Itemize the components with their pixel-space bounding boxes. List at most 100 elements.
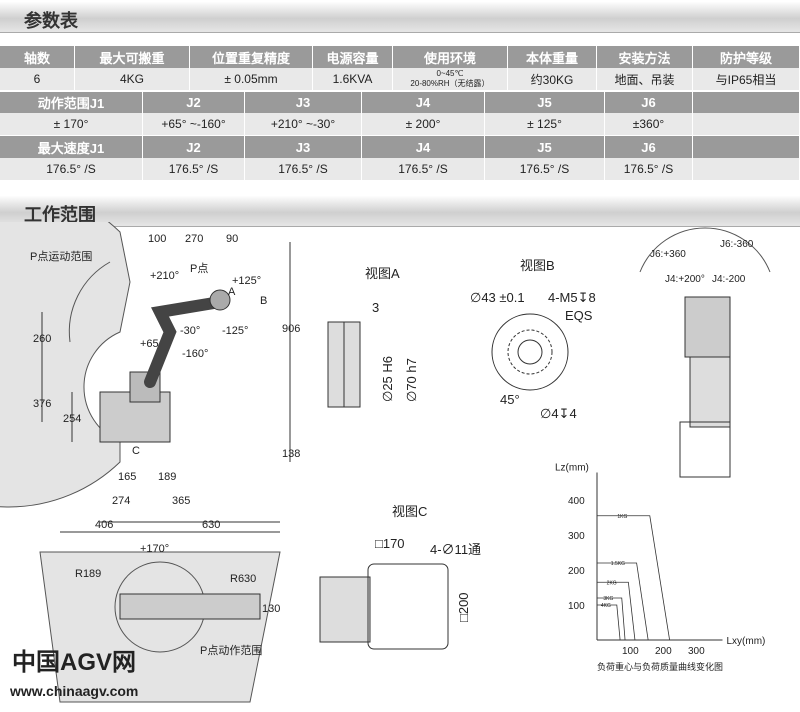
table-cell: [693, 158, 800, 180]
table-cell: [693, 136, 800, 158]
view-a: 视图A 3 ∅25 H6 ∅70 h7: [327, 266, 419, 408]
table-cell: 4KG: [75, 68, 190, 90]
label: +125°: [232, 275, 261, 287]
table-cell: 安装方法: [597, 46, 693, 68]
label: 138: [282, 448, 300, 460]
table-cell: 176.5° /S: [485, 158, 605, 180]
table-cell: J3: [245, 92, 362, 113]
table-cell: J4: [362, 92, 485, 113]
label: J4:+200°: [665, 274, 705, 285]
x-tick-label: 200: [655, 646, 672, 657]
label: 0~45℃: [436, 69, 464, 78]
label: P点动作范围: [200, 643, 262, 657]
table-cell: 1.6KVA: [313, 68, 393, 90]
table-cell: J3: [245, 136, 362, 158]
table-cell: [693, 113, 800, 135]
label: A: [228, 286, 236, 298]
table-cell: 6: [0, 68, 75, 90]
table-cell: 约30KG: [508, 68, 597, 90]
label: ∅4↧4: [540, 406, 577, 421]
label: R189: [75, 568, 101, 580]
table-cell: +210° ~-30°: [245, 113, 362, 135]
label: -30°: [180, 325, 200, 337]
label: 270: [185, 233, 203, 245]
label: 视图B: [520, 258, 555, 273]
label: 254: [63, 413, 81, 425]
label: J4:-200: [712, 274, 746, 285]
table-cell: 防护等级: [693, 46, 800, 68]
label: P点: [190, 262, 208, 275]
label: +65: [140, 338, 159, 350]
label: 4-M5↧8: [548, 290, 596, 305]
table-cell: J5: [485, 92, 605, 113]
label: 406: [95, 519, 113, 531]
label: P点运动范围: [30, 249, 92, 263]
label: +170°: [140, 543, 169, 555]
section-title: 参数表: [24, 11, 78, 31]
label: 45°: [500, 392, 520, 407]
x-tick-label: 300: [688, 646, 705, 657]
label: 3: [372, 300, 379, 315]
label: 视图C: [392, 504, 427, 519]
label: R630: [230, 573, 256, 585]
label: 中国AGV网: [12, 649, 136, 676]
label: www.chinaagv.com: [9, 683, 138, 699]
table-cell: 动作范围J1: [0, 92, 143, 113]
table-cell: 轴数: [0, 46, 75, 68]
label: 165: [118, 471, 136, 483]
y-tick-label: 400: [568, 496, 585, 507]
label: □200: [456, 592, 471, 622]
table-cell: J5: [485, 136, 605, 158]
label: 376: [33, 398, 51, 410]
label: □170: [375, 536, 405, 551]
label: 274: [112, 495, 130, 507]
label: 20-80%RH（无结露）: [410, 79, 490, 88]
label: C: [132, 445, 140, 457]
table-cell: 地面、吊装: [597, 68, 693, 90]
table-cell: 176.5° /S: [605, 158, 693, 180]
label: B: [260, 295, 267, 307]
label: J6:-360: [720, 239, 754, 250]
table-cell: J4: [362, 136, 485, 158]
label: 630: [202, 519, 220, 531]
series-label: 4KG: [601, 603, 611, 609]
table-cell: +65° ~-160°: [143, 113, 245, 135]
table-cell: 本体重量: [508, 46, 597, 68]
table-cell: 176.5° /S: [362, 158, 485, 180]
table-cell: ± 200°: [362, 113, 485, 135]
label: ∅25 H6: [380, 356, 395, 402]
table-row: ± 170°+65° ~-160°+210° ~-30°± 200°± 125°…: [0, 113, 800, 135]
table-cell: 最大可搬重: [75, 46, 190, 68]
label: 视图A: [365, 266, 400, 281]
label: ∅43 ±0.1: [470, 290, 525, 305]
y-axis-label: Lz(mm): [555, 463, 589, 474]
label: 100: [148, 233, 166, 245]
x-tick-label: 100: [622, 646, 639, 657]
series-label: 1KG: [617, 514, 627, 520]
section-header-range: 工作范围: [0, 196, 800, 227]
table-cell: ± 125°: [485, 113, 605, 135]
series-label: 2KG: [607, 580, 617, 586]
watermark: 中国AGV网 www.chinaagv.com: [9, 649, 138, 699]
table-cell: 176.5° /S: [0, 158, 143, 180]
table-cell: 176.5° /S: [245, 158, 362, 180]
label: EQS: [565, 308, 593, 323]
series-label: 3KG: [603, 596, 613, 602]
label: 189: [158, 471, 176, 483]
label: ∅70 h7: [404, 358, 419, 402]
section-title: 工作范围: [24, 205, 96, 225]
table-cell: J6: [605, 136, 693, 158]
series-line: [597, 604, 621, 641]
label: 906: [282, 323, 300, 335]
table-cell: 电源容量: [313, 46, 393, 68]
y-tick-label: 200: [568, 566, 585, 577]
series-label: 1.5KG: [611, 561, 625, 567]
